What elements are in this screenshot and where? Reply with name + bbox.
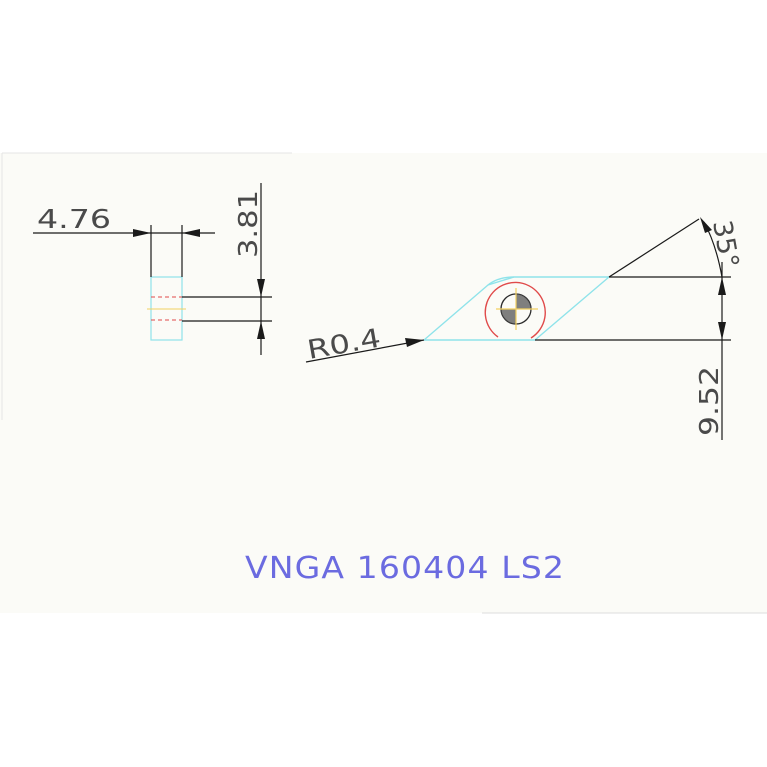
- dimension-corner-radius: [305, 338, 425, 363]
- arrow-head-left: [133, 229, 151, 237]
- height-side-label: 3.81: [234, 190, 264, 258]
- center-arc-outer: [484, 281, 546, 339]
- arrow-head-bottom: [718, 322, 726, 340]
- arrow-head-top: [257, 279, 265, 297]
- dimension-angle: [608, 217, 723, 278]
- center-hole: [484, 281, 546, 339]
- angle-leg: [608, 218, 700, 278]
- hatch-quadrant-top-right: [516, 294, 531, 309]
- dimension-thickness: [33, 225, 215, 277]
- arrow-head-top: [718, 277, 726, 295]
- insert-corner-arc: [487, 276, 515, 286]
- dimension-height-side: [182, 183, 272, 355]
- leader-arrow-head: [405, 338, 424, 347]
- dimension-inscribed-circle: [535, 262, 731, 440]
- side-view: [147, 276, 186, 341]
- leader-line: [305, 339, 425, 363]
- thickness-label: 4.76: [37, 205, 111, 235]
- arrow-head-right: [182, 229, 200, 237]
- hatch-quadrant-bottom-left: [501, 309, 516, 324]
- angle-arrow-head: [700, 217, 712, 233]
- insert-outline: [423, 276, 610, 341]
- arrow-head-bottom: [257, 321, 265, 339]
- sheet-panel-main: [0, 153, 767, 613]
- part-code-title: VNGA 160404 LS2: [245, 551, 565, 586]
- insert-top-view: [423, 276, 610, 341]
- inscribed-circle-label: 9.52: [695, 366, 725, 436]
- sheet-background: [0, 152, 767, 614]
